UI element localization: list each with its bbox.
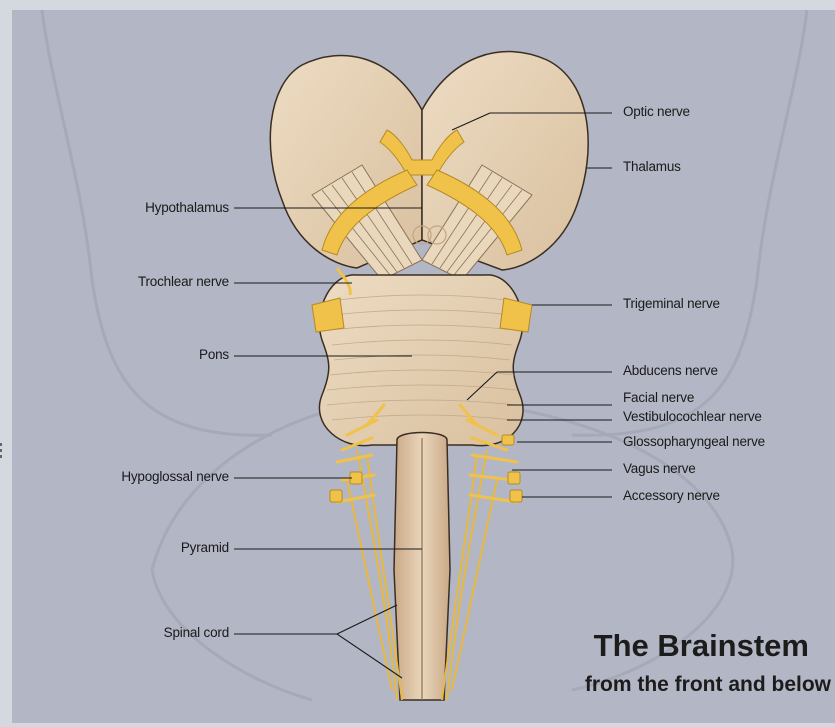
label-glossopharyngeal-nerve: Glossopharyngeal nerve	[623, 434, 765, 450]
edge-mark-graphic	[0, 443, 3, 463]
label-vagus-nerve: Vagus nerve	[623, 461, 696, 477]
label-pyramid: Pyramid	[181, 540, 229, 556]
label-thalamus: Thalamus	[623, 159, 681, 175]
label-hypothalamus: Hypothalamus	[145, 200, 229, 216]
left-edge-mark	[0, 443, 3, 463]
label-trochlear-nerve: Trochlear nerve	[138, 274, 229, 290]
label-pons: Pons	[199, 347, 229, 363]
diagram-frame: Hypothalamus Trochlear nerve Pons Hypogl…	[12, 10, 835, 723]
label-abducens-nerve: Abducens nerve	[623, 363, 718, 379]
label-accessory-nerve: Accessory nerve	[623, 488, 720, 504]
label-spinal-cord: Spinal cord	[164, 625, 229, 641]
label-facial-nerve: Facial nerve	[623, 390, 694, 406]
pons	[319, 275, 523, 446]
diagram-subtitle: from the front and below	[585, 673, 831, 697]
label-trigeminal-nerve: Trigeminal nerve	[623, 296, 720, 312]
label-vestibulocochlear-nerve: Vestibulocochlear nerve	[623, 409, 762, 425]
label-hypoglossal-nerve: Hypoglossal nerve	[121, 469, 229, 485]
label-optic-nerve: Optic nerve	[623, 104, 690, 120]
diagram-title: The Brainstem	[594, 628, 809, 664]
